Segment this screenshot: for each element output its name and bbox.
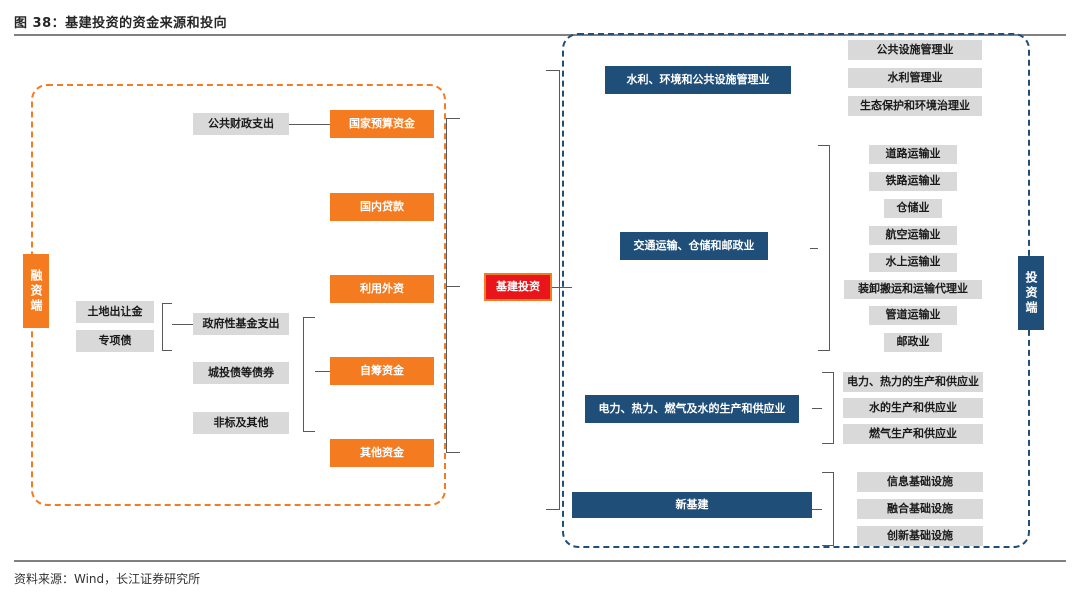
connector-budget-to-source	[289, 124, 330, 125]
bracket-newinfra-children	[822, 472, 834, 546]
investment-subitem-box: 水的生产和供应业	[843, 398, 983, 418]
investment-subitem-box: 邮政业	[884, 333, 942, 352]
investment-subitem-box: 管道运输业	[869, 306, 957, 325]
bracket-transport-stem	[810, 248, 818, 249]
funding-source-box: 其他资金	[330, 439, 434, 467]
investment-subitem-box: 创新基础设施	[857, 526, 983, 546]
financing-mid-item: 非标及其他	[193, 412, 289, 434]
funding-source-box: 利用外资	[330, 275, 434, 303]
bracket-power-children	[822, 372, 834, 444]
investment-subitem-box: 水上运输业	[869, 253, 957, 272]
funding-source-box: 自筹资金	[330, 357, 434, 385]
bracket-newinfra-stem	[812, 509, 822, 510]
investment-subitem-box: 公共设施管理业	[848, 40, 982, 60]
bracket-far-stem	[172, 324, 193, 325]
investment-subitem-box: 电力、热力的生产和供应业	[843, 372, 983, 392]
investment-category-box: 电力、热力、燃气及水的生产和供应业	[585, 395, 799, 423]
bracket-categories-to-center	[546, 70, 560, 510]
investment-side-label: 投资端	[1018, 256, 1044, 330]
investment-subitem-box: 融合基础设施	[857, 499, 983, 519]
investment-subitem-box: 铁路运输业	[869, 172, 957, 191]
center-node-infrastructure-investment: 基建投资	[484, 273, 552, 301]
investment-category-box: 交通运输、仓储和邮政业	[620, 232, 768, 260]
financing-far-item: 专项债	[76, 330, 154, 352]
investment-subitem-box: 燃气生产和供应业	[843, 424, 983, 444]
investment-category-box: 新基建	[572, 492, 812, 518]
financing-far-item: 土地出让金	[76, 301, 154, 323]
financing-mid-item: 城投债等债券	[193, 362, 289, 384]
investment-subitem-box: 航空运输业	[869, 226, 957, 245]
bracket-mid-stem	[315, 371, 330, 372]
bracket-mid-to-self-funding	[303, 317, 315, 432]
investment-subitem-box: 生态保护和环境治理业	[848, 96, 982, 116]
investment-subitem-box: 信息基础设施	[857, 472, 983, 492]
bracket-far-to-mid	[162, 303, 172, 351]
financing-budget-item: 公共财政支出	[193, 113, 289, 135]
connector-center-to-right	[552, 287, 572, 288]
funding-source-box: 国内贷款	[330, 193, 434, 221]
financing-mid-item: 政府性基金支出	[193, 313, 289, 335]
bracket-funding-stem	[446, 286, 460, 287]
bracket-funding-to-center	[446, 118, 460, 453]
investment-category-box: 水利、环境和公共设施管理业	[605, 66, 791, 94]
source-note: 资料来源：Wind，长江证券研究所	[14, 572, 201, 586]
title-divider	[14, 34, 1066, 36]
bracket-transport-children	[818, 145, 830, 351]
footer-divider	[14, 560, 1066, 562]
investment-subitem-box: 装卸搬运和运输代理业	[844, 280, 982, 299]
bracket-power-stem	[812, 408, 822, 409]
financing-side-label: 融资端	[23, 254, 49, 328]
investment-subitem-box: 仓储业	[884, 199, 942, 218]
funding-source-box: 国家预算资金	[330, 110, 434, 138]
page-title: 图 38：基建投资的资金来源和投向	[14, 16, 228, 31]
investment-subitem-box: 道路运输业	[869, 145, 957, 164]
investment-subitem-box: 水利管理业	[848, 68, 982, 88]
